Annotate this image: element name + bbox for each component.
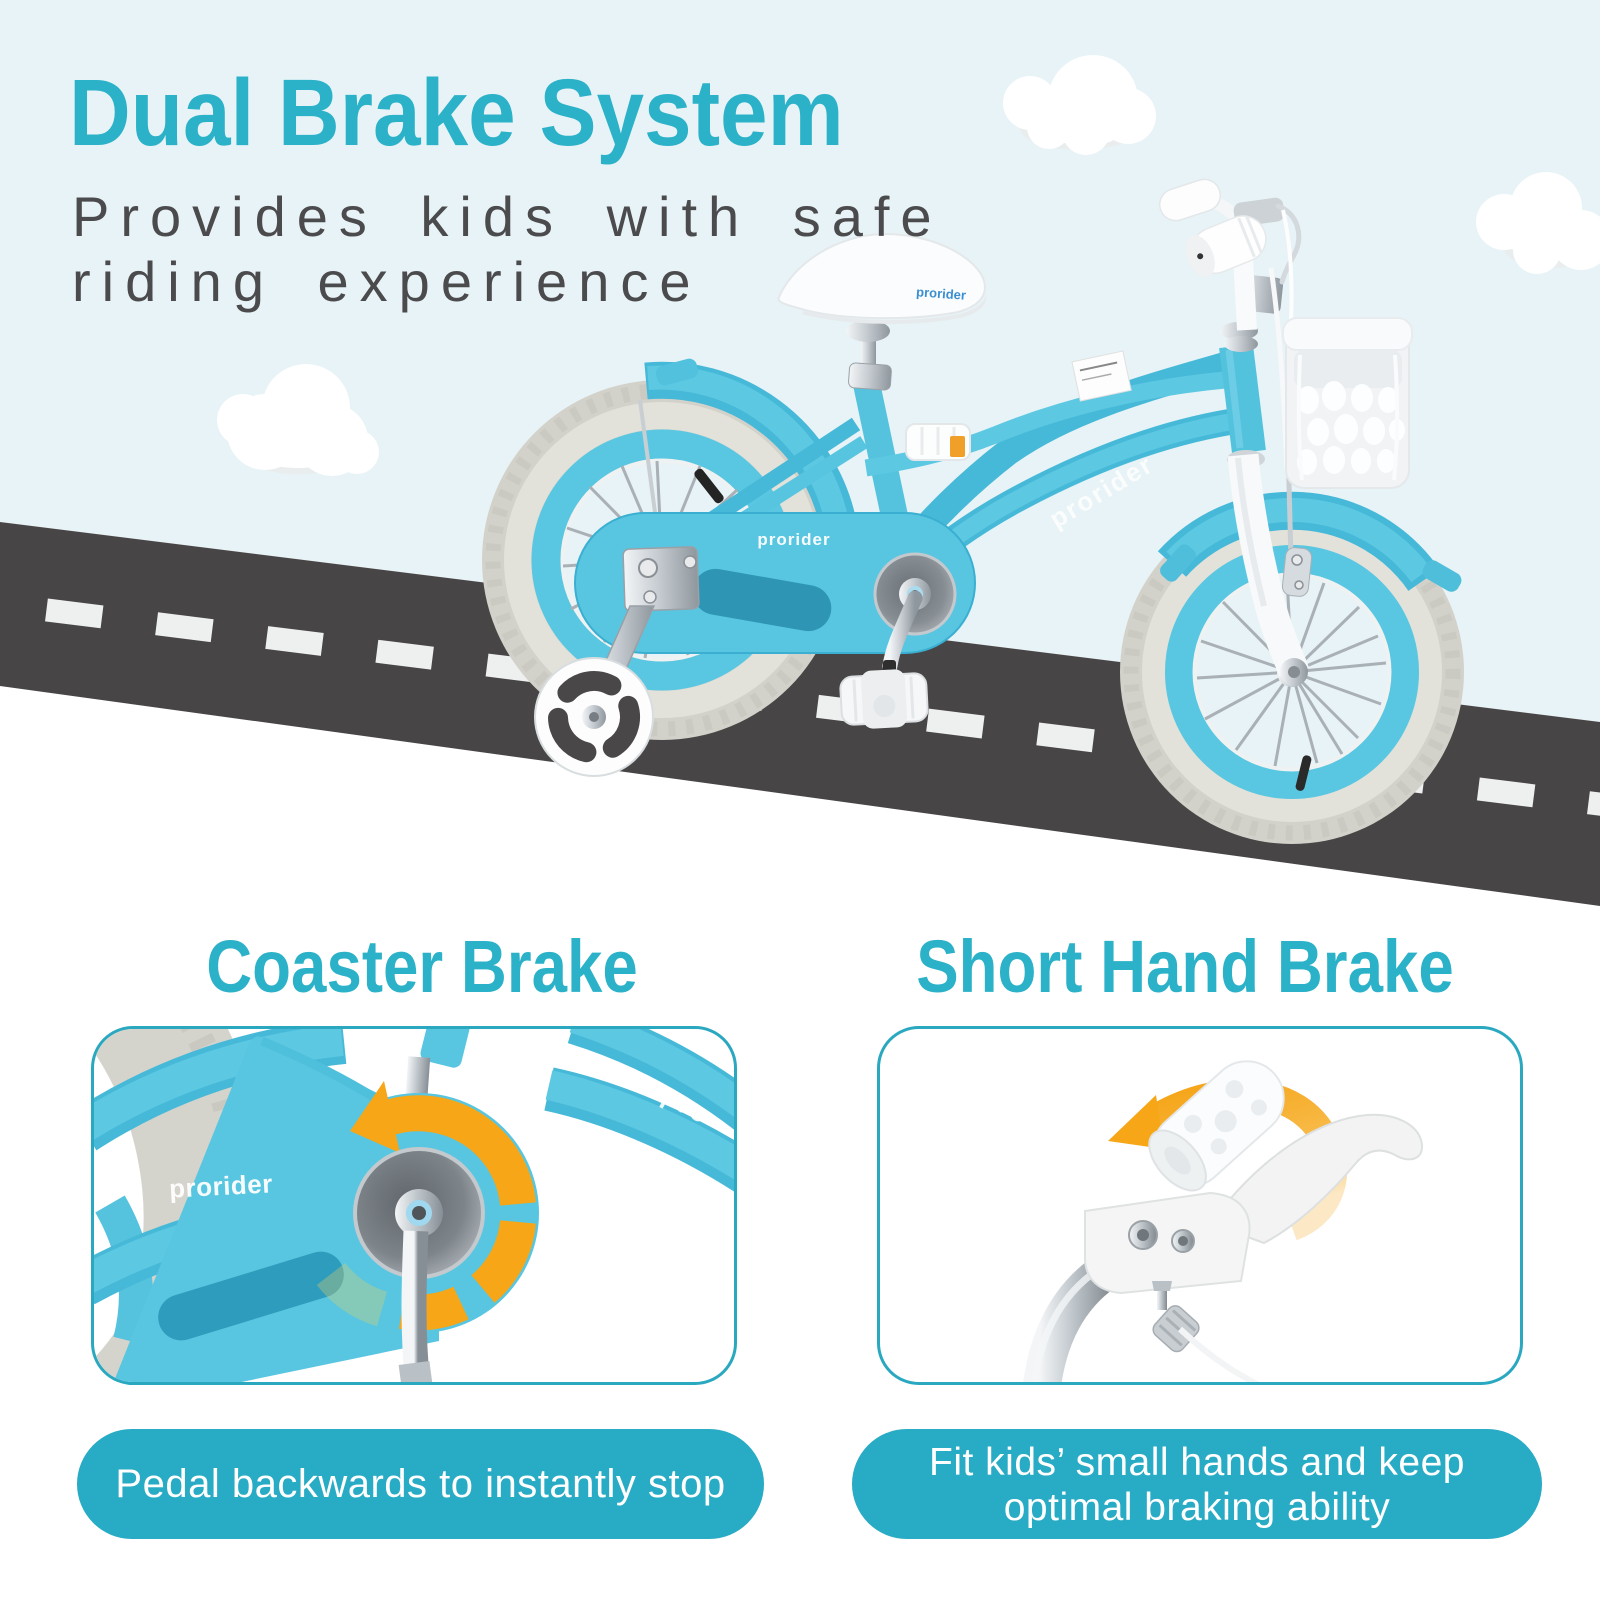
svg-text:prorider: prorider xyxy=(168,1168,273,1203)
svg-text:prorider: prorider xyxy=(916,284,967,302)
svg-text:prorider: prorider xyxy=(757,530,830,549)
